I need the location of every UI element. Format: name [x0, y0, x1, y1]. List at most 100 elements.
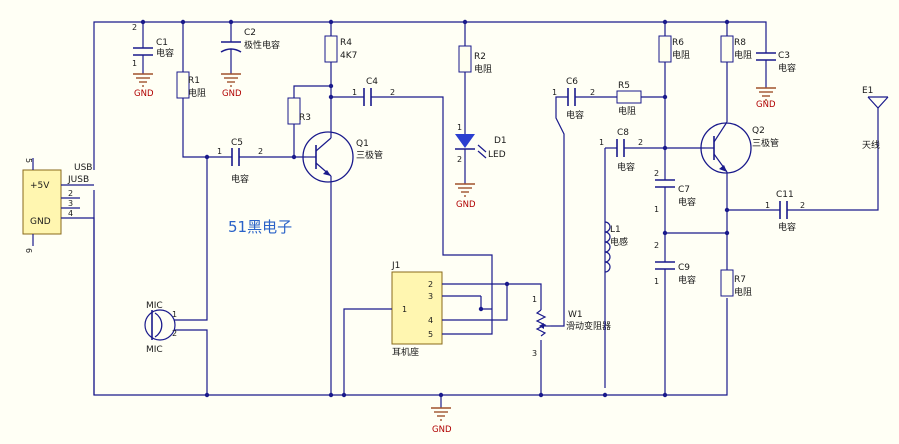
- mic-bottom-label: MIC: [146, 345, 163, 355]
- r8-ref: R8: [734, 38, 746, 48]
- inductor-l1: L1 电感: [604, 221, 628, 273]
- usb-pin-3: 3: [68, 199, 73, 208]
- c8-name: 电容: [617, 161, 635, 173]
- c9-ref: C9: [678, 263, 690, 273]
- q2-name: 三极管: [752, 137, 779, 149]
- r1-ref: R1: [188, 76, 200, 86]
- svg-text:1: 1: [352, 88, 357, 97]
- c7-name: 电容: [678, 196, 696, 208]
- resistor-r1: R1 电阻: [176, 22, 232, 160]
- c8-ref: C8: [617, 128, 629, 138]
- gnd-label-c3: GND: [756, 100, 776, 110]
- c3-ref: C3: [778, 51, 790, 61]
- svg-text:4: 4: [428, 316, 433, 325]
- c3-name: 电容: [778, 62, 796, 74]
- antenna-e1: E1 天线: [862, 86, 889, 151]
- q1-name: 三极管: [356, 149, 383, 161]
- svg-text:1: 1: [402, 305, 407, 314]
- capacitor-c9: C9 电容 2 1: [654, 241, 696, 395]
- svg-text:1: 1: [599, 138, 604, 147]
- c6-name: 电容: [566, 109, 584, 121]
- r2-ref: R2: [474, 52, 486, 62]
- capacitor-c11: C11 电容 1 2: [727, 108, 879, 233]
- c1-ref: C1: [156, 38, 168, 48]
- c7-ref: C7: [678, 185, 690, 195]
- usb-plus5v-label: +5V: [30, 181, 50, 191]
- w1-ref: W1: [568, 310, 583, 320]
- resistor-r4: R4 4K7: [324, 22, 357, 138]
- svg-text:2: 2: [654, 169, 659, 178]
- svg-text:5: 5: [428, 330, 433, 339]
- gnd-label-d1: GND: [456, 200, 476, 210]
- svg-text:1: 1: [654, 277, 659, 286]
- e1-name: 天线: [862, 139, 880, 151]
- gnd-label-main: GND: [432, 425, 452, 435]
- r5-name: 电阻: [618, 105, 636, 117]
- r1-name: 电阻: [188, 87, 206, 99]
- c11-name: 电容: [778, 221, 796, 233]
- e1-ref: E1: [862, 86, 873, 96]
- jusb-net-label: JUSB: [67, 175, 89, 185]
- svg-text:3: 3: [532, 349, 537, 358]
- capacitor-c7: C7 电容 2 1: [654, 168, 727, 262]
- potentiometer-w1: W1 滑动变阻器 1 3: [507, 96, 611, 395]
- svg-text:1: 1: [765, 201, 770, 210]
- capacitor-c4: C4 1 2: [331, 77, 493, 309]
- svg-text:1: 1: [654, 205, 659, 214]
- microphone-mic: MIC MIC 1 2: [144, 157, 208, 395]
- resistor-r6: R6 电阻: [658, 22, 690, 168]
- capacitor-c2: C2 极性电容 GND: [220, 22, 280, 99]
- c2-name: 极性电容: [244, 39, 280, 51]
- svg-text:1: 1: [552, 88, 557, 97]
- r6-name: 电阻: [672, 49, 690, 61]
- usb-connector: +5V GND 5 2 3 4 6 USB JUSB: [22, 158, 95, 395]
- gnd-label-c1: GND: [134, 89, 154, 99]
- c6-ref: C6: [566, 77, 578, 87]
- resistor-r5: R5 电阻: [616, 81, 668, 117]
- c11-ref: C11: [776, 190, 794, 200]
- capacitor-c1: C1 电容 2 1 GND: [132, 22, 174, 99]
- svg-text:2: 2: [428, 280, 433, 289]
- usb-pin-2: 2: [68, 189, 73, 198]
- resistor-r8: R8 电阻: [720, 22, 752, 122]
- c4-ref: C4: [366, 77, 378, 87]
- gnd-label-c2: GND: [222, 89, 242, 99]
- svg-text:1: 1: [132, 59, 137, 68]
- capacitor-c8: C8 电容 1 2: [599, 128, 705, 388]
- svg-text:2: 2: [800, 201, 805, 210]
- l1-name: 电感: [610, 236, 628, 248]
- resistor-r7: R7 电阻: [720, 269, 752, 298]
- svg-text:2: 2: [390, 88, 395, 97]
- r6-ref: R6: [672, 38, 684, 48]
- svg-text:2: 2: [590, 88, 595, 97]
- r4-ref: R4: [340, 38, 352, 48]
- capacitor-c5: C5 电容 1 2: [217, 138, 306, 185]
- r5-ref: R5: [618, 81, 630, 91]
- svg-text:2: 2: [258, 147, 263, 156]
- resistor-r3: R3: [287, 85, 331, 160]
- svg-text:1: 1: [172, 310, 177, 319]
- watermark-text: 51黑电子: [228, 218, 292, 236]
- capacitor-c6: C6 电容 1 2: [552, 77, 617, 121]
- led-d1: D1 LED 1 2 GND: [455, 123, 507, 210]
- l1-ref: L1: [610, 225, 621, 235]
- r7-name: 电阻: [734, 286, 752, 298]
- svg-text:2: 2: [457, 155, 462, 164]
- svg-text:2: 2: [654, 241, 659, 250]
- svg-text:1: 1: [457, 123, 462, 132]
- resistor-r2: R2 电阻: [458, 22, 492, 134]
- q1-ref: Q1: [356, 139, 369, 149]
- d1-ref: D1: [494, 136, 507, 146]
- transistor-q1: Q1 三极管: [302, 131, 383, 395]
- mic-top-label: MIC: [146, 301, 163, 311]
- r2-name: 电阻: [474, 63, 492, 75]
- svg-text:1: 1: [217, 147, 222, 156]
- d1-name: LED: [488, 150, 506, 160]
- q2-ref: Q2: [752, 126, 765, 136]
- c5-name: 电容: [231, 173, 249, 185]
- svg-text:2: 2: [172, 329, 177, 338]
- svg-text:2: 2: [132, 23, 137, 32]
- headphone-jack-j1: J1 耳机座 2 3 4 5 1: [343, 261, 510, 395]
